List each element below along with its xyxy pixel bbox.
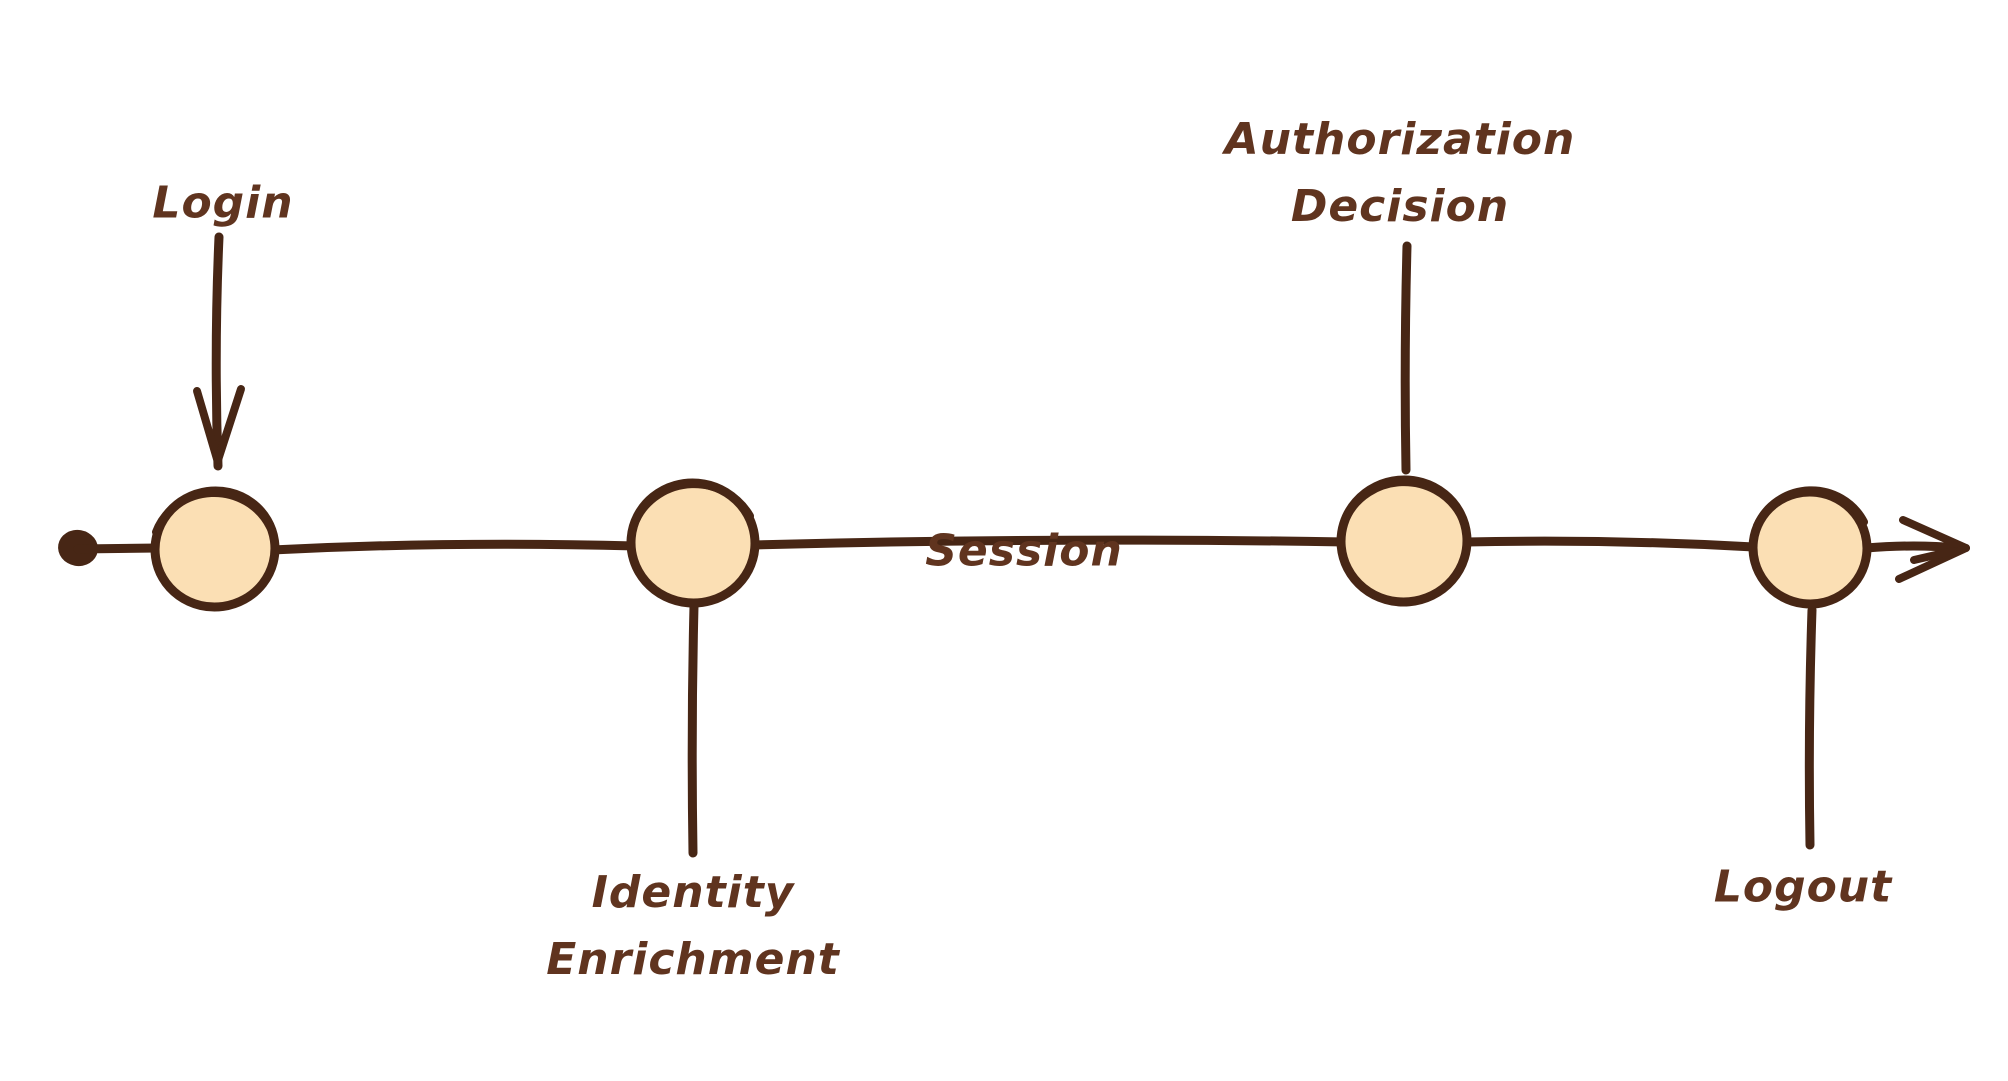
session-label: Session (925, 525, 1123, 577)
logout-event-node (1748, 486, 1872, 609)
timeline-segment-session (747, 535, 1351, 550)
timeline-segment-start-to-login (73, 543, 163, 554)
timeline-segment-login-to-identity (267, 539, 641, 555)
login-arrow-icon (193, 232, 245, 471)
authorization-decision-stem (1400, 241, 1412, 475)
identity-enrichment-label-line2: Enrichment (546, 934, 840, 985)
login-label: Login (152, 177, 294, 229)
identity-enrichment-event-node (626, 478, 760, 608)
login-event-node (150, 486, 280, 612)
authorization-decision-label-line2: Decision (1290, 181, 1510, 232)
logout-stem (1804, 605, 1817, 850)
identity-enrichment-label-line1: Identity (591, 867, 795, 918)
authorization-decision-label: Authorization Decision (1225, 106, 1576, 240)
timeline-segment-authz-to-logout (1461, 536, 1759, 552)
logout-label: Logout (1713, 861, 1893, 913)
timeline-segment-logout-to-end (1861, 541, 1963, 553)
end-arrow-icon (1895, 516, 1970, 583)
authorization-decision-event-node (1336, 475, 1472, 607)
identity-enrichment-label: Identity Enrichment (546, 859, 840, 993)
authorization-decision-label-line1: Authorization (1224, 114, 1576, 165)
identity-enrichment-stem (687, 601, 699, 858)
